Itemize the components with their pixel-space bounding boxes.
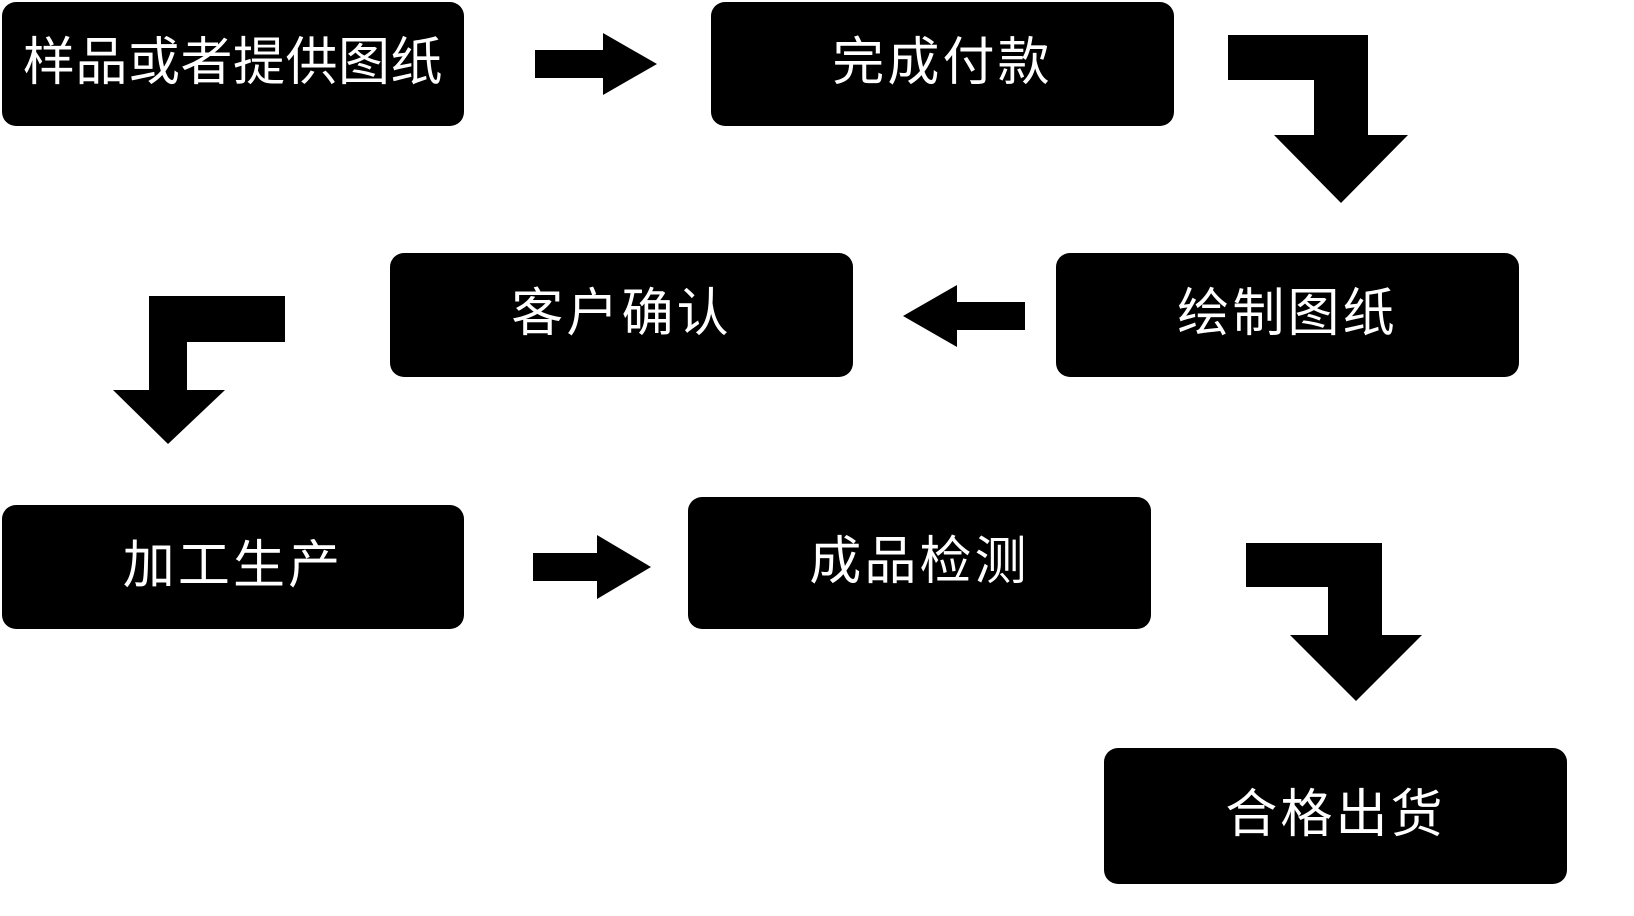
node-payment-label: 完成付款 [832, 33, 1053, 94]
node-payment[interactable]: 完成付款 [711, 2, 1174, 126]
node-sample-label: 样品或者提供图纸 [22, 33, 444, 94]
connector-confirm-to-produce [113, 296, 285, 444]
arrow-left-icon [903, 285, 1025, 347]
node-inspect[interactable]: 成品检测 [688, 497, 1151, 629]
node-sample[interactable]: 样品或者提供图纸 [2, 2, 464, 126]
connector-produce-to-inspect [533, 535, 651, 599]
connector-inspect-to-ship [1246, 543, 1422, 701]
connector-payment-to-draw [1228, 35, 1408, 203]
node-ship[interactable]: 合格出货 [1104, 748, 1567, 884]
node-inspect-label: 成品检测 [809, 532, 1030, 593]
arrow-elbow-right-down-icon [1246, 543, 1422, 701]
node-produce[interactable]: 加工生产 [2, 505, 464, 629]
arrow-elbow-left-down-icon [113, 296, 285, 444]
arrow-right-icon [533, 535, 651, 599]
arrow-elbow-right-down-icon [1228, 35, 1408, 203]
connector-sample-to-payment [535, 33, 657, 95]
node-produce-label: 加工生产 [122, 536, 344, 597]
node-confirm[interactable]: 客户确认 [390, 253, 853, 377]
node-ship-label: 合格出货 [1225, 785, 1446, 846]
node-draw[interactable]: 绘制图纸 [1056, 253, 1519, 377]
arrow-right-icon [535, 33, 657, 95]
connector-draw-to-confirm [903, 285, 1025, 347]
node-draw-label: 绘制图纸 [1177, 284, 1398, 345]
node-confirm-label: 客户确认 [511, 284, 732, 345]
